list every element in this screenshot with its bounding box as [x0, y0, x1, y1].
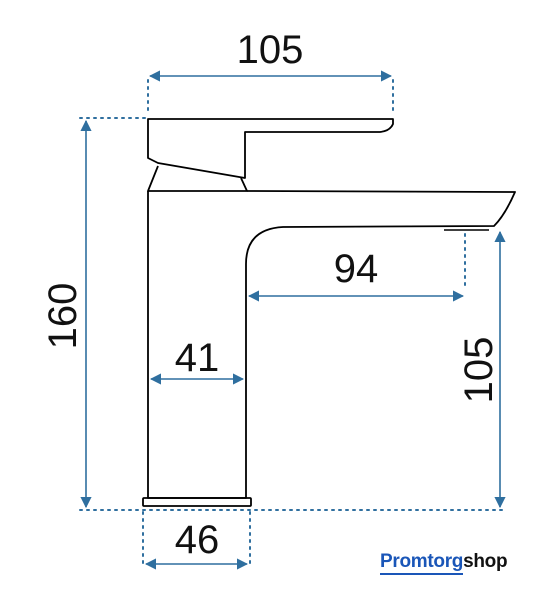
- faucet-outline: [142, 118, 516, 507]
- faucet-handle: [147, 118, 394, 179]
- logo-suffix: shop: [463, 551, 508, 572]
- dim-label-spout-height: 105: [457, 337, 501, 404]
- dim-label-spout-reach: 94: [334, 247, 379, 291]
- faucet-body: [147, 190, 516, 499]
- dimension-lines: [79, 70, 506, 570]
- dim-label-total-height: 160: [41, 283, 85, 350]
- faucet-base: [142, 497, 252, 507]
- dim-label-top-width: 105: [237, 28, 304, 72]
- faucet-neck: [147, 165, 248, 192]
- dim-label-base-width: 46: [175, 518, 220, 562]
- promtorgshop-logo: Promtorgshop: [380, 551, 508, 575]
- logo-brand: Promtorg: [380, 551, 463, 575]
- dim-label-body-width: 41: [175, 336, 220, 380]
